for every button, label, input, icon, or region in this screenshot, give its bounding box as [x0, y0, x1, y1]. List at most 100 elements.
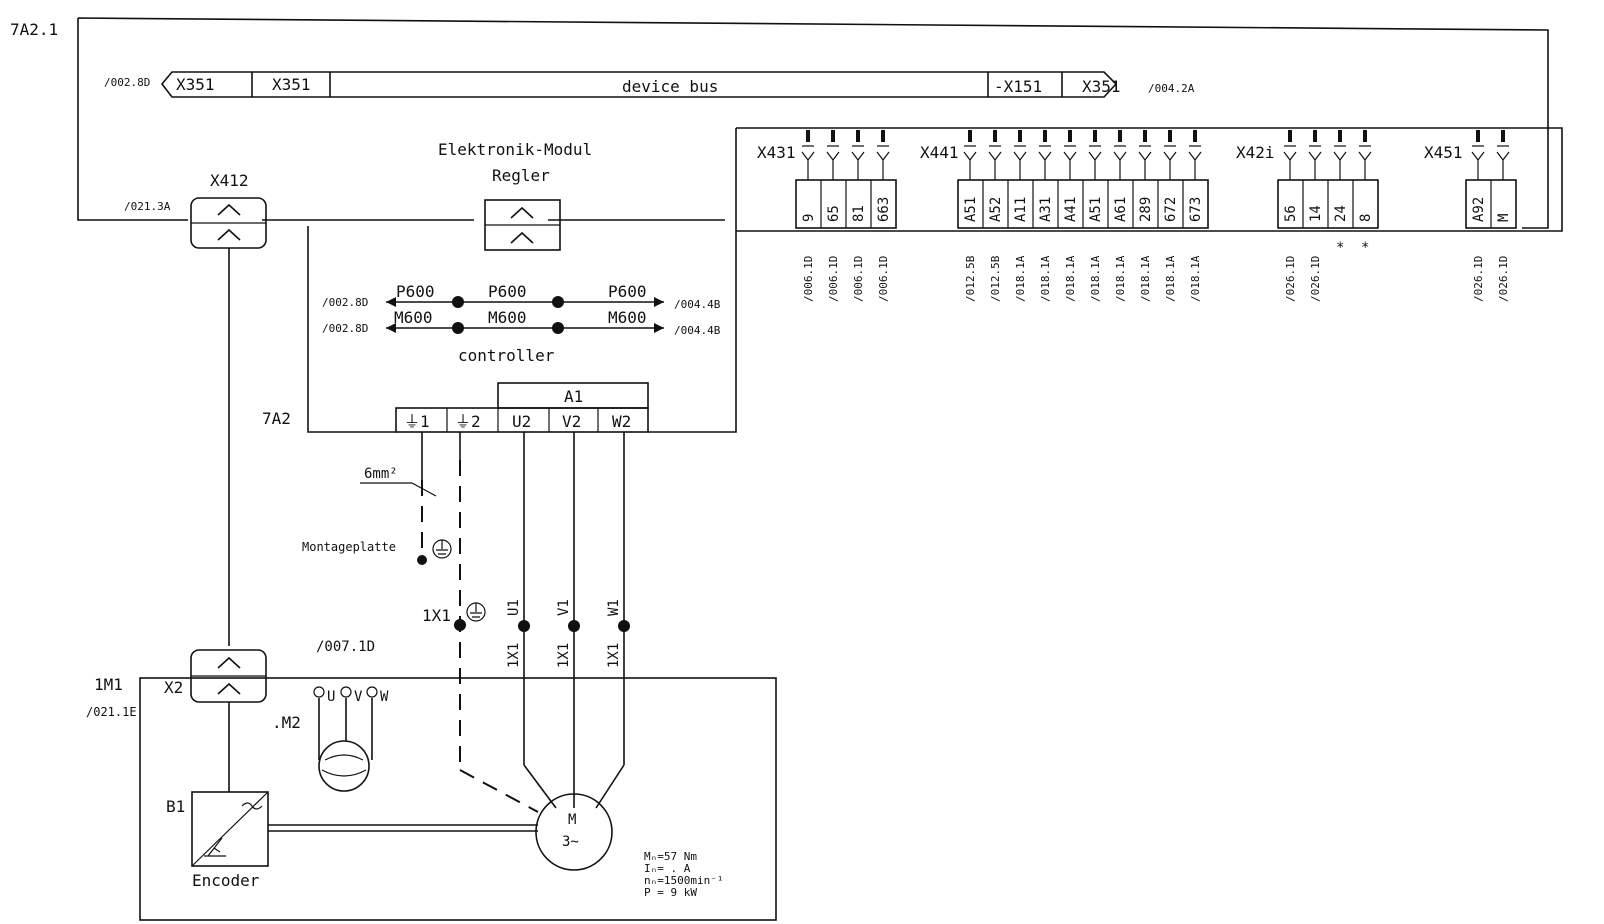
pin-head: [1313, 130, 1317, 142]
pin-label: 8: [1358, 214, 1374, 222]
pin-label: A11: [1013, 197, 1029, 222]
p600-label-1: P600: [396, 282, 435, 301]
pin-label: A31: [1038, 197, 1054, 222]
pin-fork: [1471, 151, 1485, 180]
pin-head: [1093, 130, 1097, 142]
pin-ref: /012.5B: [989, 255, 1002, 302]
x412-ref: /021.3A: [124, 200, 171, 213]
spec-torque: Mₙ=57 Nm: [644, 850, 697, 863]
pin-ref: /018.1A: [1164, 255, 1177, 302]
pin-fork: [1333, 151, 1347, 180]
pin-ref: /006.1D: [877, 256, 890, 302]
pin-fork: [988, 151, 1002, 180]
pin-fork: [1358, 151, 1372, 180]
x412-label: X412: [210, 171, 249, 190]
pin-head: [968, 130, 972, 142]
pin-head: [1118, 130, 1122, 142]
terminal-block-1x1: 1X1: [422, 606, 451, 625]
pin-head: [1476, 130, 1480, 142]
pin-head: [1043, 130, 1047, 142]
pin-label: 24: [1333, 205, 1349, 222]
pin-label: 289: [1138, 197, 1154, 222]
wire-size-label: 6mm²: [364, 466, 398, 482]
phase-block-1: 1X1: [506, 643, 522, 668]
pin-head: [806, 130, 810, 142]
pin-head: [831, 130, 835, 142]
pin-head: [856, 130, 860, 142]
spec-power: P = 9 kW: [644, 886, 697, 899]
pin-label: 56: [1283, 205, 1299, 222]
module-title-2: Regler: [492, 166, 550, 185]
electronics-module: Elektronik-Modul Regler 7A2 controller: [262, 128, 737, 433]
pin-head: [1068, 130, 1072, 142]
pin-head: [1143, 130, 1147, 142]
motor-unit: 1M1 /021.1E X2 .M2 U V W B1 Encoder M 3~…: [86, 649, 777, 921]
spec-speed: nₙ=1500min⁻¹: [644, 874, 723, 887]
connector-label: X42i: [1236, 143, 1275, 162]
pin-fork: [963, 151, 977, 180]
pin-ref: /026.1D: [1497, 256, 1510, 302]
pin-ref: /018.1A: [1139, 255, 1152, 302]
phase-v1: V1: [556, 599, 572, 616]
pin-label: 9: [801, 214, 817, 222]
fan-id: .M2: [272, 713, 301, 732]
phase-w1: W1: [606, 599, 622, 616]
motor-symbol-m: M: [568, 812, 576, 828]
sheet-id: 7A2.1: [10, 20, 58, 39]
fan-term-w: W: [380, 689, 389, 705]
pin-ref: *: [1336, 240, 1344, 256]
pin-head: [1288, 130, 1292, 142]
a1-label: A1: [564, 387, 583, 406]
a1-terminal-block: A1 ⏚1 ⏚2 U2 V2 W2: [395, 382, 649, 433]
bus-seg-device-bus: device bus: [622, 77, 718, 96]
pin-fork: [1013, 151, 1027, 180]
phase-u1: U1: [506, 599, 522, 616]
m600-label-3: M600: [608, 308, 647, 327]
pin-head: [1501, 130, 1505, 142]
pin-label: 65: [826, 205, 842, 222]
pin-ref: /018.1A: [1189, 255, 1202, 302]
pin-head: [881, 130, 885, 142]
phase-block-3: 1X1: [606, 643, 622, 668]
controller-label: controller: [458, 346, 555, 365]
pin-fork: [876, 151, 890, 180]
pin-fork: [1496, 151, 1510, 180]
module-title-1: Elektronik-Modul: [438, 140, 592, 159]
pin-label: A52: [988, 197, 1004, 222]
terminal-u2: U2: [512, 412, 531, 431]
pin-ref: /018.1A: [1114, 255, 1127, 302]
connector-x441: X441A51/012.5BA52/012.5BA11/018.1AA31/01…: [920, 130, 1209, 302]
pin-ref: /026.1D: [1309, 256, 1322, 302]
p600-right-ref: /004.4B: [674, 298, 721, 311]
m600-label-1: M600: [394, 308, 433, 327]
x2-label: X2: [164, 678, 183, 697]
bus-seg-x351-a: X351: [176, 75, 215, 94]
encoder-id: B1: [166, 797, 185, 816]
pin-head: [1193, 130, 1197, 142]
terminal-w2: W2: [612, 412, 631, 431]
pin-fork: [1113, 151, 1127, 180]
pin-head: [1338, 130, 1342, 142]
phase-block-2: 1X1: [556, 643, 572, 668]
ground-wiring: 6mm² Montageplatte 1X1 /007.1D U1 V1 W1 …: [302, 432, 630, 813]
terminal-pe1: ⏚1: [404, 412, 430, 431]
pin-ref: /018.1A: [1089, 255, 1102, 302]
connector-label: X431: [757, 143, 796, 162]
pin-ref: /006.1D: [852, 256, 865, 302]
pin-ref: /026.1D: [1472, 256, 1485, 302]
motor-unit-ref: /021.1E: [86, 705, 137, 719]
plate-label: Montageplatte: [302, 540, 396, 554]
p600-label-3: P600: [608, 282, 647, 301]
motor-symbol-phase: 3~: [562, 834, 579, 850]
pin-fork: [801, 151, 815, 180]
connector-label: X441: [920, 143, 959, 162]
bus-left-ref: /002.8D: [104, 76, 150, 89]
pin-fork: [1283, 151, 1297, 180]
pin-fork: [1308, 151, 1322, 180]
pin-fork: [1038, 151, 1052, 180]
pin-ref: *: [1361, 240, 1369, 256]
pin-label: 663: [876, 197, 892, 222]
